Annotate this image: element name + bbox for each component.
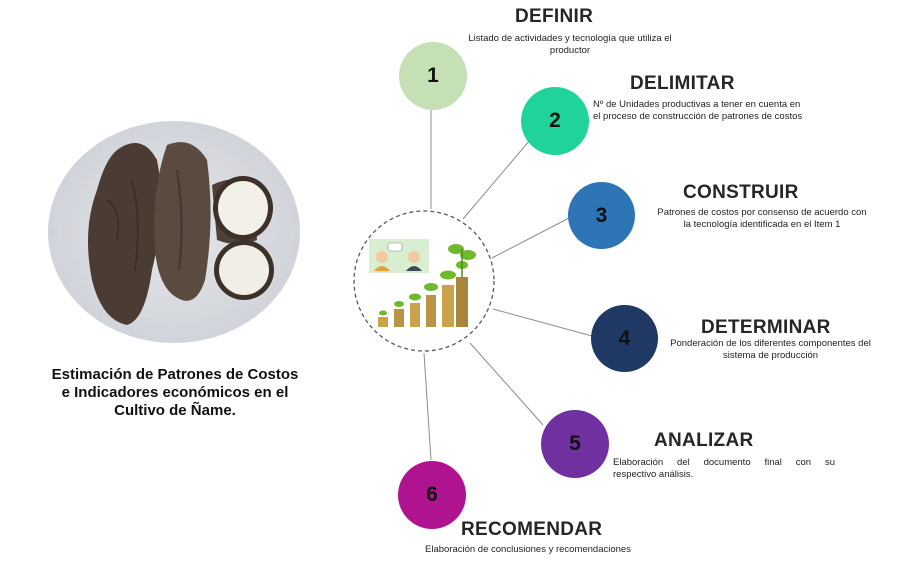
step-1-desc-line-1: Listado de actividades y tecnología que … xyxy=(468,33,672,44)
step-4-circle: 4 xyxy=(591,305,658,372)
hub-circle xyxy=(353,210,495,352)
connector-2 xyxy=(462,139,531,220)
step-4-title: DETERMINAR xyxy=(701,317,831,338)
step-1-desc-line-2: productor xyxy=(549,45,591,56)
connector-6 xyxy=(423,352,432,461)
step-5-circle: 5 xyxy=(541,410,609,478)
coin-stacks-icon xyxy=(378,277,468,327)
connector-3 xyxy=(491,217,570,259)
step-6-title: RECOMENDAR xyxy=(461,519,603,540)
step-1-title: DEFINIR xyxy=(515,6,594,27)
yam-slice-top-flesh xyxy=(218,181,268,235)
plant-sprouts-icon xyxy=(379,244,476,316)
person-left-icon xyxy=(376,251,388,263)
step-1-desc: Listado de actividades y tecnología que … xyxy=(455,33,685,57)
step-2-desc-line-2: el proceso de construcción de patrones d… xyxy=(593,111,803,122)
person-right-body-icon xyxy=(406,266,422,271)
step-3-circle: 3 xyxy=(568,182,635,249)
caption-line-2: e Indicadores económicos en el xyxy=(61,384,289,401)
yam-tuber-left xyxy=(88,142,161,325)
step-3-title: CONSTRUIR xyxy=(683,182,799,203)
step-6-circle: 6 xyxy=(398,461,466,529)
yam-texture xyxy=(106,169,183,271)
step-3-number: 3 xyxy=(595,203,608,227)
step-5-number: 5 xyxy=(569,432,581,455)
step-2-title: DELIMITAR xyxy=(630,73,735,94)
person-right-icon xyxy=(408,251,420,263)
speech-bubble-icon xyxy=(387,242,403,252)
step-5-desc: Elaboración del documento final con su r… xyxy=(613,457,835,481)
step-3-desc-line-1: Patrones de costos por consenso de acuer… xyxy=(657,207,867,218)
step-2-circle: 2 xyxy=(521,87,589,155)
person-left-body-icon xyxy=(374,266,390,271)
step-2-desc: Nº de Unidades productivas a tener en cu… xyxy=(593,99,843,123)
step-3-desc: Patrones de costos por consenso de acuer… xyxy=(637,207,887,231)
step-1-number: 1 xyxy=(427,64,439,87)
step-4-number: 4 xyxy=(618,326,631,350)
caption-line-3: Cultivo de Ñame. xyxy=(114,402,236,419)
step-6-desc-line-1: Elaboración de conclusiones y recomendac… xyxy=(425,544,631,555)
step-4-desc-line-2: sistema de producción xyxy=(722,350,819,361)
step-6-number: 6 xyxy=(426,483,438,506)
step-4-desc: Ponderación de los diferentes componente… xyxy=(658,338,883,362)
connector-4 xyxy=(492,308,593,337)
central-hub xyxy=(353,210,495,352)
diagram-caption: Estimación de Patrones de Costos e Indic… xyxy=(30,366,320,420)
step-5-title: ANALIZAR xyxy=(654,430,754,451)
step-2-number: 2 xyxy=(549,109,561,132)
step-6-desc: Elaboración de conclusiones y recomendac… xyxy=(425,544,665,556)
yam-slice-bottom-flesh xyxy=(219,245,269,295)
step-5-desc-line-2: respectivo análisis. xyxy=(613,469,694,480)
step-2-desc-line-1: Nº de Unidades productivas a tener en cu… xyxy=(593,99,801,110)
step-1-circle: 1 xyxy=(399,42,467,110)
step-5-desc-line-1: Elaboración del documento final con su xyxy=(613,457,835,468)
yam-photo xyxy=(48,121,300,343)
step-3-desc-line-2: la tecnología identificada en el Item 1 xyxy=(683,219,841,230)
step-4-desc-line-1: Ponderación de los diferentes componente… xyxy=(670,338,871,349)
caption-line-1: Estimación de Patrones de Costos xyxy=(51,366,299,383)
connector-5 xyxy=(469,342,544,426)
